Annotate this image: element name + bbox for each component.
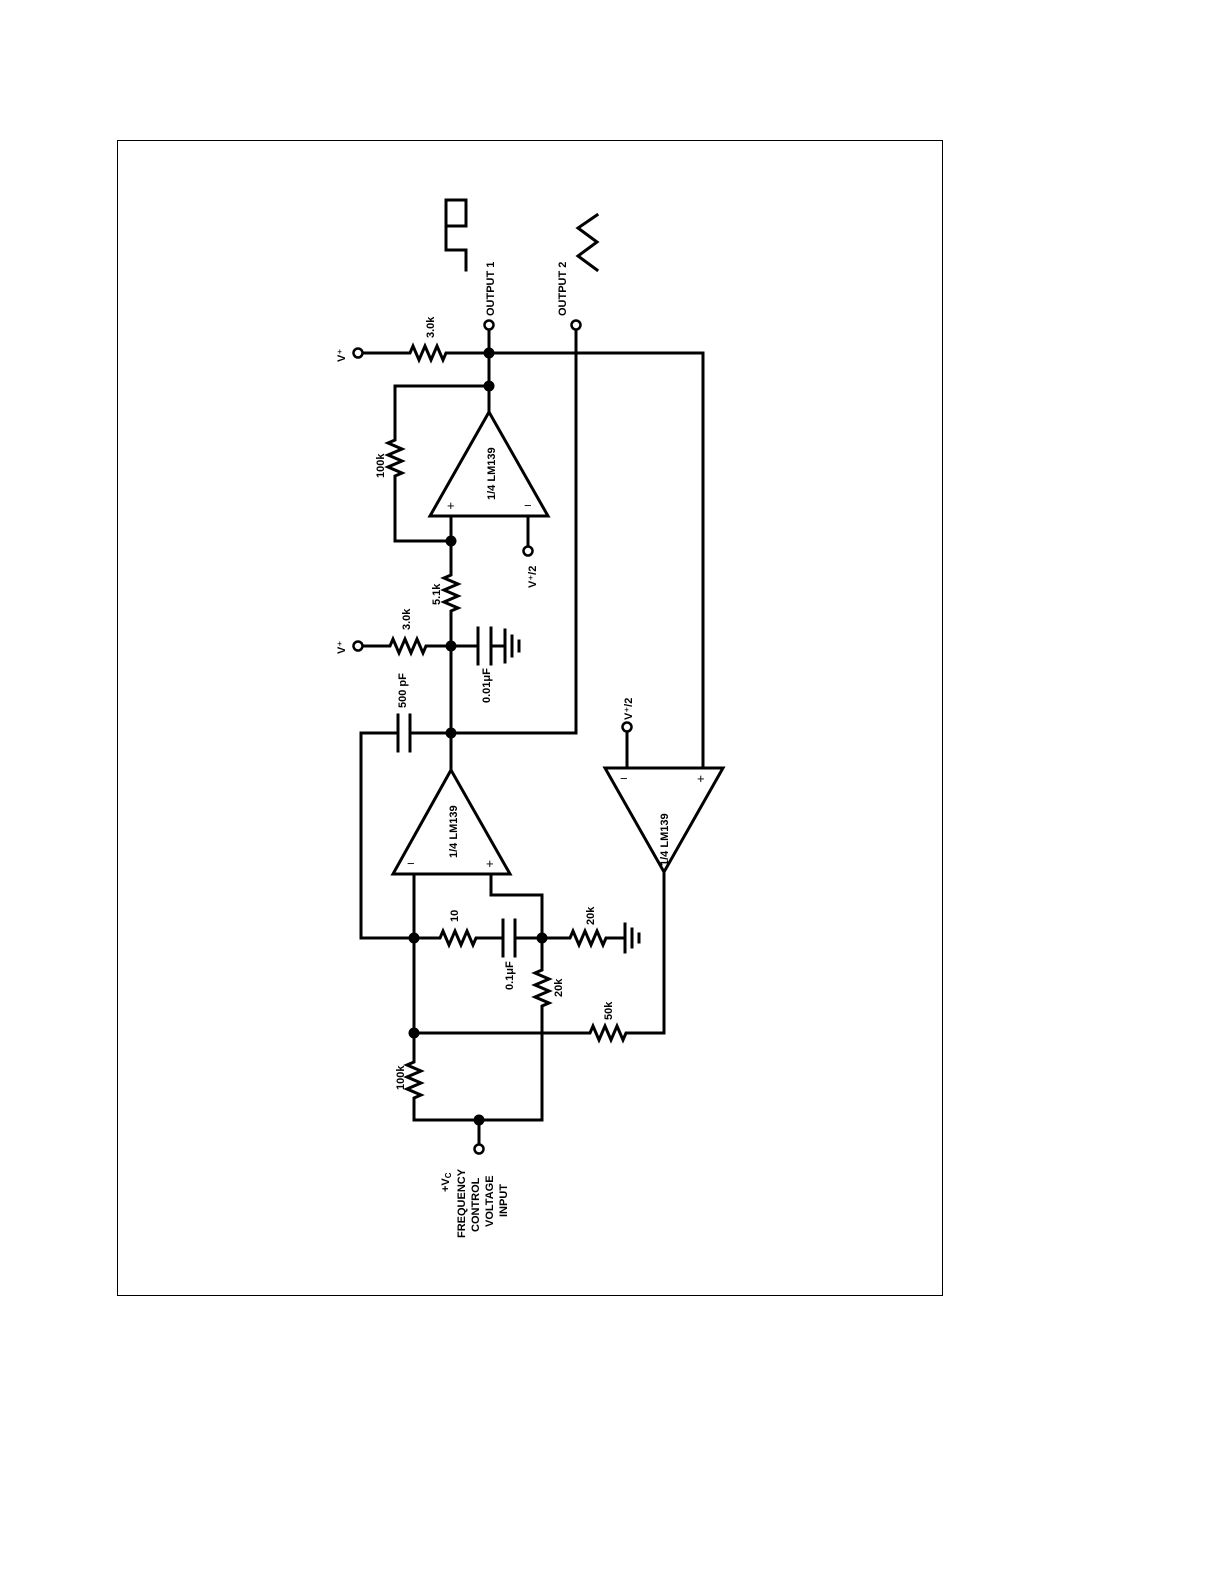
triangle-wave-icon: [575, 212, 600, 273]
capacitor-500pf-label: 500 pF: [397, 673, 409, 708]
output1-label: OUTPUT 1: [485, 262, 497, 316]
plus-sign: +: [486, 856, 494, 871]
output2-label: OUTPUT 2: [557, 262, 569, 316]
v-plus-half-label: V⁺/2: [527, 566, 539, 588]
output2-terminal: [570, 319, 582, 331]
v-plus-terminal: [352, 347, 364, 359]
diagram-frame: [117, 140, 943, 1296]
v-plus-label: V⁺: [336, 641, 348, 654]
input-terminal: [473, 1143, 485, 1155]
input-line1: FREQUENCY: [456, 1168, 468, 1238]
input-line2: CONTROL: [470, 1177, 482, 1232]
comparator-right: − + 1/4 LM139: [602, 766, 726, 876]
v-plus-half-terminal: [522, 545, 534, 557]
resistor-10-label: 10: [449, 910, 461, 922]
v-plus-half-terminal: [621, 721, 633, 733]
svg-text:+VC: +VC: [440, 1172, 453, 1192]
resistor-20k-series-label: 20k: [553, 978, 565, 997]
comparator-top: + − 1/4 LM139: [427, 408, 551, 518]
comparator-label: 1/4 LM139: [486, 447, 498, 500]
resistor-100k-input-label: 100k: [395, 1065, 407, 1090]
plus-sign: +: [447, 498, 455, 513]
minus-sign: −: [407, 856, 415, 871]
v-plus-terminal: [352, 640, 364, 652]
output1-terminal: [483, 319, 495, 331]
resistor-3k-mid-label: 3.0k: [401, 608, 413, 630]
square-wave-icon: [444, 198, 468, 272]
ground-icon: [503, 628, 521, 664]
plus-sign: +: [697, 771, 705, 786]
resistor-3k-top-label: 3.0k: [425, 316, 437, 338]
input-line3: VOLTAGE: [484, 1175, 496, 1227]
vc-subscript: C: [444, 1172, 453, 1178]
resistor-100k-feedback-label: 100k: [375, 453, 387, 478]
capacitor-001uf-label: 0.01μF: [481, 668, 493, 703]
resistor-20k-ground-label: 20k: [585, 906, 597, 925]
comparator-middle: − + 1/4 LM139: [390, 766, 513, 876]
comparator-label: 1/4 LM139: [448, 805, 460, 858]
input-line4: INPUT: [498, 1184, 510, 1217]
minus-sign: −: [524, 498, 532, 513]
v-plus-label: V⁺: [336, 349, 348, 362]
ground-icon: [623, 922, 641, 954]
capacitor-01uf-label: 0.1μF: [504, 961, 516, 990]
resistor-50k-label: 50k: [603, 1001, 615, 1020]
minus-sign: −: [620, 771, 628, 786]
v-plus-half-label: V⁺/2: [623, 698, 635, 720]
comparator-label: 1/4 LM139: [659, 813, 671, 866]
resistor-5k1-label: 5.1k: [431, 583, 443, 605]
input-label: +VC FREQUENCY CONTROL VOLTAGE INPUT: [440, 1168, 510, 1238]
vc-label: +V: [440, 1178, 452, 1192]
